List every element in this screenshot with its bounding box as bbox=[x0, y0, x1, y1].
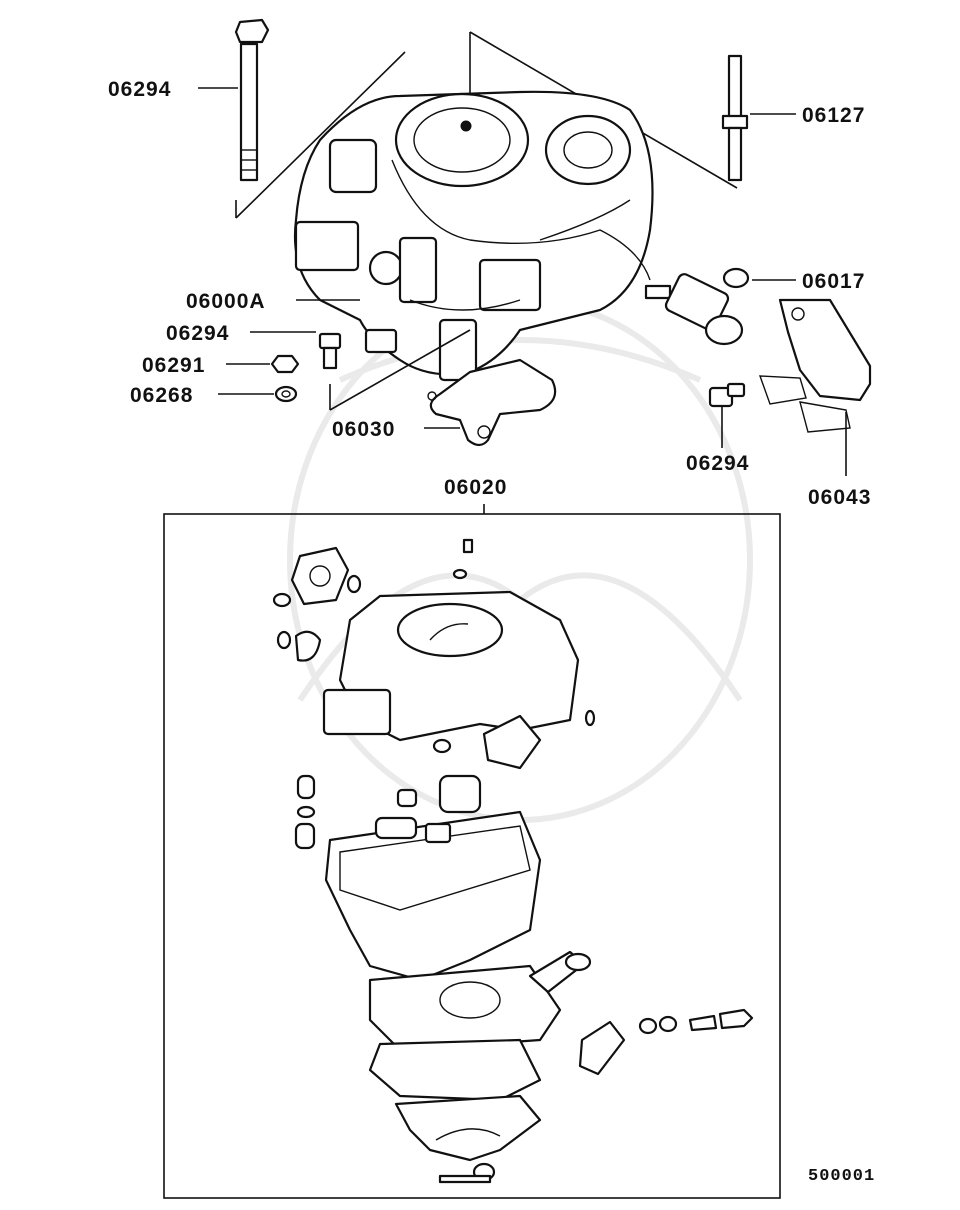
callout-06294-top: 06294 bbox=[108, 78, 171, 101]
callout-06043: 06043 bbox=[808, 486, 871, 509]
gasket-kit-frame bbox=[163, 513, 781, 1199]
callout-06127: 06127 bbox=[802, 104, 865, 127]
callout-06000A: 06000A bbox=[186, 290, 266, 313]
callout-06294-mid: 06294 bbox=[686, 452, 749, 475]
callout-06268: 06268 bbox=[130, 384, 193, 407]
callout-06030: 06030 bbox=[332, 418, 395, 441]
bolt-06294-left[interactable] bbox=[318, 332, 342, 370]
stud-06127[interactable] bbox=[721, 54, 749, 182]
callout-06020: 06020 bbox=[444, 476, 507, 499]
bracket-06043[interactable] bbox=[758, 298, 872, 433]
exploded-view bbox=[272, 538, 754, 1184]
nut-06291[interactable] bbox=[270, 354, 300, 374]
drawing-code: 500001 bbox=[808, 1167, 875, 1186]
washer-06268[interactable] bbox=[274, 385, 298, 403]
fitting-06017[interactable] bbox=[722, 267, 750, 289]
sensor-part[interactable] bbox=[644, 272, 744, 346]
diaphragm-cover bbox=[578, 1020, 626, 1076]
bolt-06294-top[interactable] bbox=[234, 18, 270, 182]
callout-06291: 06291 bbox=[142, 354, 205, 377]
callout-06294-left: 06294 bbox=[166, 322, 229, 345]
carburetor-assembly[interactable] bbox=[293, 90, 654, 447]
bolt-06294-mid[interactable] bbox=[708, 382, 746, 408]
callout-06017: 06017 bbox=[802, 270, 865, 293]
gasket-plate-small bbox=[290, 546, 350, 606]
